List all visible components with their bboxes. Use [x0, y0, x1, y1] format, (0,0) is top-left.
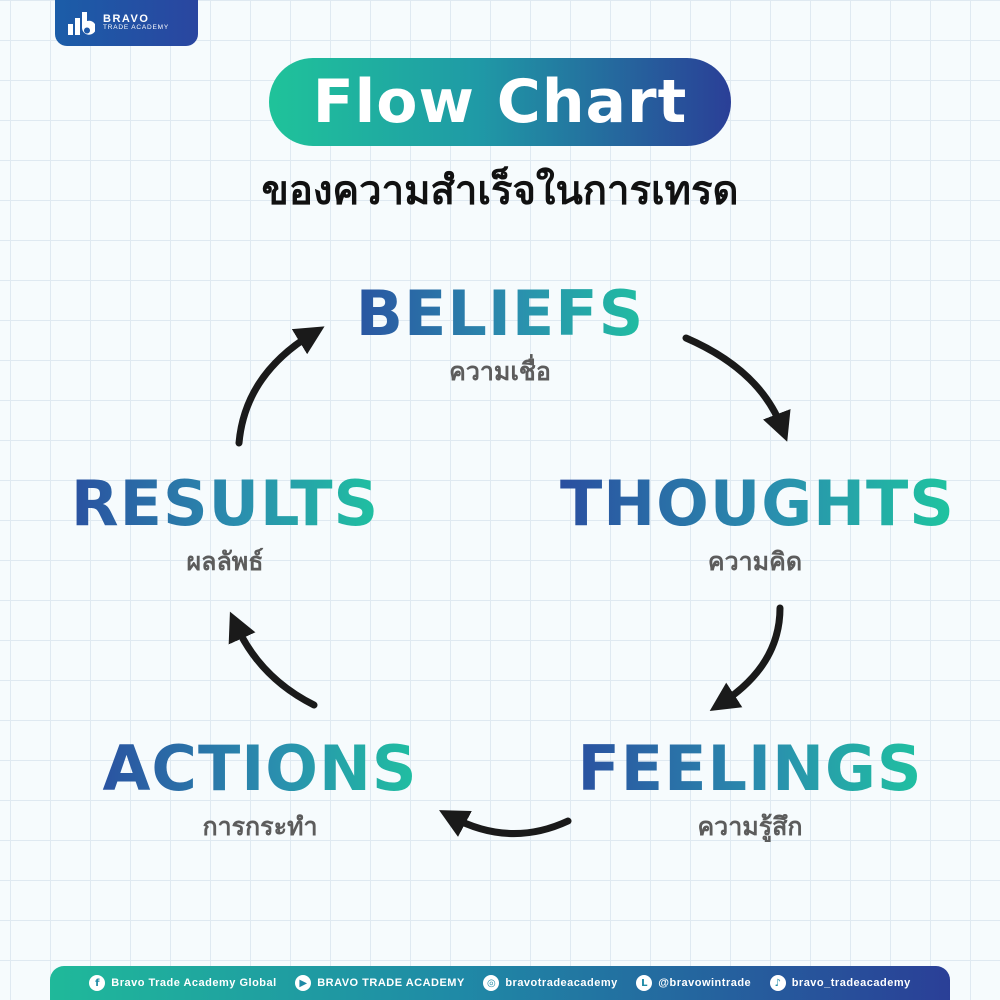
- youtube-icon: ▶: [295, 975, 312, 991]
- stage-beliefs-label: BELIEFS: [340, 279, 660, 348]
- arrow-actions-to-results: [228, 611, 318, 709]
- arrow-thoughts-to-feelings: [709, 604, 784, 712]
- page-title: Flow Chart: [269, 58, 731, 146]
- social-facebook-label: Bravo Trade Academy Global: [111, 977, 277, 989]
- line-icon: L: [636, 975, 653, 991]
- social-footer: f Bravo Trade Academy Global ▶ BRAVO TRA…: [50, 966, 950, 1000]
- stage-feelings: FEELINGS ความรู้สึก: [570, 734, 930, 847]
- social-youtube-label: BRAVO TRADE ACADEMY: [317, 977, 465, 989]
- social-instagram-label: bravotradeacademy: [505, 977, 618, 989]
- social-tiktok-label: bravo_tradeacademy: [791, 977, 911, 989]
- social-line[interactable]: L @bravowintrade: [636, 975, 751, 991]
- arrow-feelings-to-actions: [439, 810, 572, 837]
- tiktok-icon: ♪: [769, 975, 786, 991]
- social-tiktok[interactable]: ♪ bravo_tradeacademy: [769, 975, 911, 991]
- stage-thoughts-thai: ความคิด: [707, 547, 803, 577]
- stage-results-label: RESULTS: [65, 469, 385, 538]
- social-instagram[interactable]: ◎ bravotradeacademy: [483, 975, 617, 991]
- stage-actions-thai: การกระทำ: [202, 812, 318, 842]
- social-line-label: @bravowintrade: [658, 977, 752, 989]
- stage-actions: ACTIONS การกระทำ: [90, 734, 430, 847]
- logo-brand-name: BRAVO: [103, 12, 150, 25]
- stage-thoughts-label: THOUGHTS: [560, 467, 955, 540]
- logo-tagline: TRADE ACADEMY: [103, 24, 170, 32]
- stage-feelings-label: FEELINGS: [570, 734, 930, 803]
- stage-actions-label: ACTIONS: [90, 734, 430, 803]
- stage-beliefs-thai: ความเชื่อ: [449, 357, 551, 387]
- stage-results-thai: ผลลัพธ์: [186, 547, 264, 577]
- page-subtitle: ของความสำเร็จในการเทรด: [261, 168, 739, 214]
- stage-beliefs: BELIEFS ความเชื่อ: [340, 279, 660, 392]
- stage-thoughts: THOUGHTS ความคิด: [560, 467, 955, 582]
- bravo-logo-icon: [68, 12, 95, 35]
- arrow-results-to-beliefs: [235, 326, 325, 447]
- instagram-icon: ◎: [483, 975, 500, 991]
- stage-feelings-thai: ความรู้สึก: [697, 812, 803, 842]
- social-youtube[interactable]: ▶ BRAVO TRADE ACADEMY: [295, 975, 465, 991]
- brand-logo: BRAVO TRADE ACADEMY: [55, 0, 198, 46]
- facebook-icon: f: [89, 975, 106, 991]
- stage-results: RESULTS ผลลัพธ์: [65, 469, 385, 582]
- social-facebook[interactable]: f Bravo Trade Academy Global: [89, 975, 276, 991]
- arrow-beliefs-to-thoughts: [682, 334, 791, 442]
